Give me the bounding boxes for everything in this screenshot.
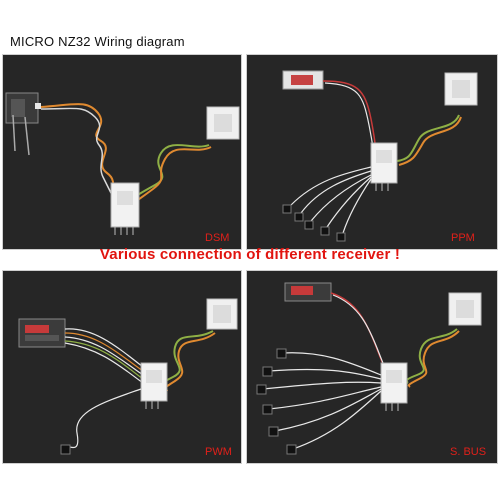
flight-controller-board-icon bbox=[380, 362, 408, 411]
gps-module-icon bbox=[444, 72, 478, 106]
gps-module-icon bbox=[206, 298, 238, 330]
panel-label-pwm: PWM bbox=[205, 446, 232, 458]
panel-label-dsm: DSM bbox=[205, 232, 230, 244]
page-title: MICRO NZ32 Wiring diagram bbox=[10, 34, 185, 49]
flight-controller-board-icon bbox=[140, 362, 168, 409]
pwm-wiring-illustration bbox=[18, 298, 238, 455]
panel-ppm: PPM bbox=[246, 54, 498, 250]
flight-controller-board-icon bbox=[110, 182, 140, 235]
gps-module-icon bbox=[448, 292, 482, 326]
ppm-receiver-icon bbox=[282, 70, 324, 90]
servo-connector-icon bbox=[256, 348, 297, 455]
servo-connector-icon bbox=[60, 444, 71, 455]
sbus-wiring-illustration bbox=[256, 282, 482, 455]
ppm-wiring-illustration bbox=[282, 70, 478, 242]
servo-connector-icon bbox=[282, 204, 346, 242]
panel-label-sbus: S. BUS bbox=[450, 446, 487, 458]
flight-controller-board-icon bbox=[370, 142, 398, 191]
panel-sbus: S. BUS bbox=[246, 270, 498, 464]
gps-module-icon bbox=[206, 106, 240, 140]
connection-banner: Various connection of different receiver… bbox=[99, 246, 401, 263]
panel-label-ppm: PPM bbox=[451, 232, 475, 244]
dsm-wiring-illustration bbox=[5, 92, 240, 235]
pwm-receiver-icon bbox=[18, 318, 66, 348]
dsm-satellite-receiver-icon bbox=[5, 92, 41, 156]
panel-dsm: DSM bbox=[2, 54, 242, 250]
panel-pwm: PWM bbox=[2, 270, 242, 464]
sbus-receiver-icon bbox=[284, 282, 332, 302]
